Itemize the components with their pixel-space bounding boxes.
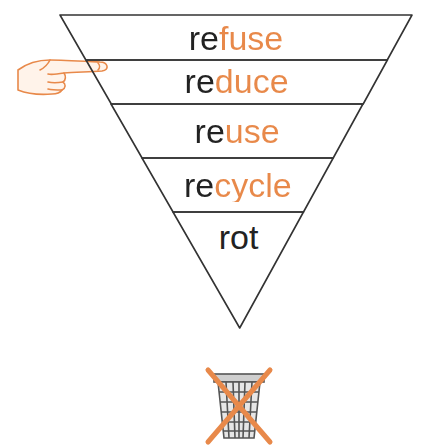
- band-label: recycle: [184, 168, 292, 202]
- hierarchy-band: rot: [173, 212, 303, 328]
- hierarchy-band: refuse: [60, 15, 412, 60]
- band-label: reuse: [195, 114, 280, 148]
- pointing-hand: [18, 60, 107, 94]
- hierarchy-band: reuse: [111, 104, 363, 158]
- hierarchy-band: recycle: [142, 158, 333, 212]
- hierarchy-band: reduce: [86, 60, 387, 104]
- band-label: refuse: [189, 21, 284, 55]
- cross-mark: [208, 370, 270, 442]
- band-label: rot: [219, 220, 259, 254]
- band-label: reduce: [185, 64, 289, 98]
